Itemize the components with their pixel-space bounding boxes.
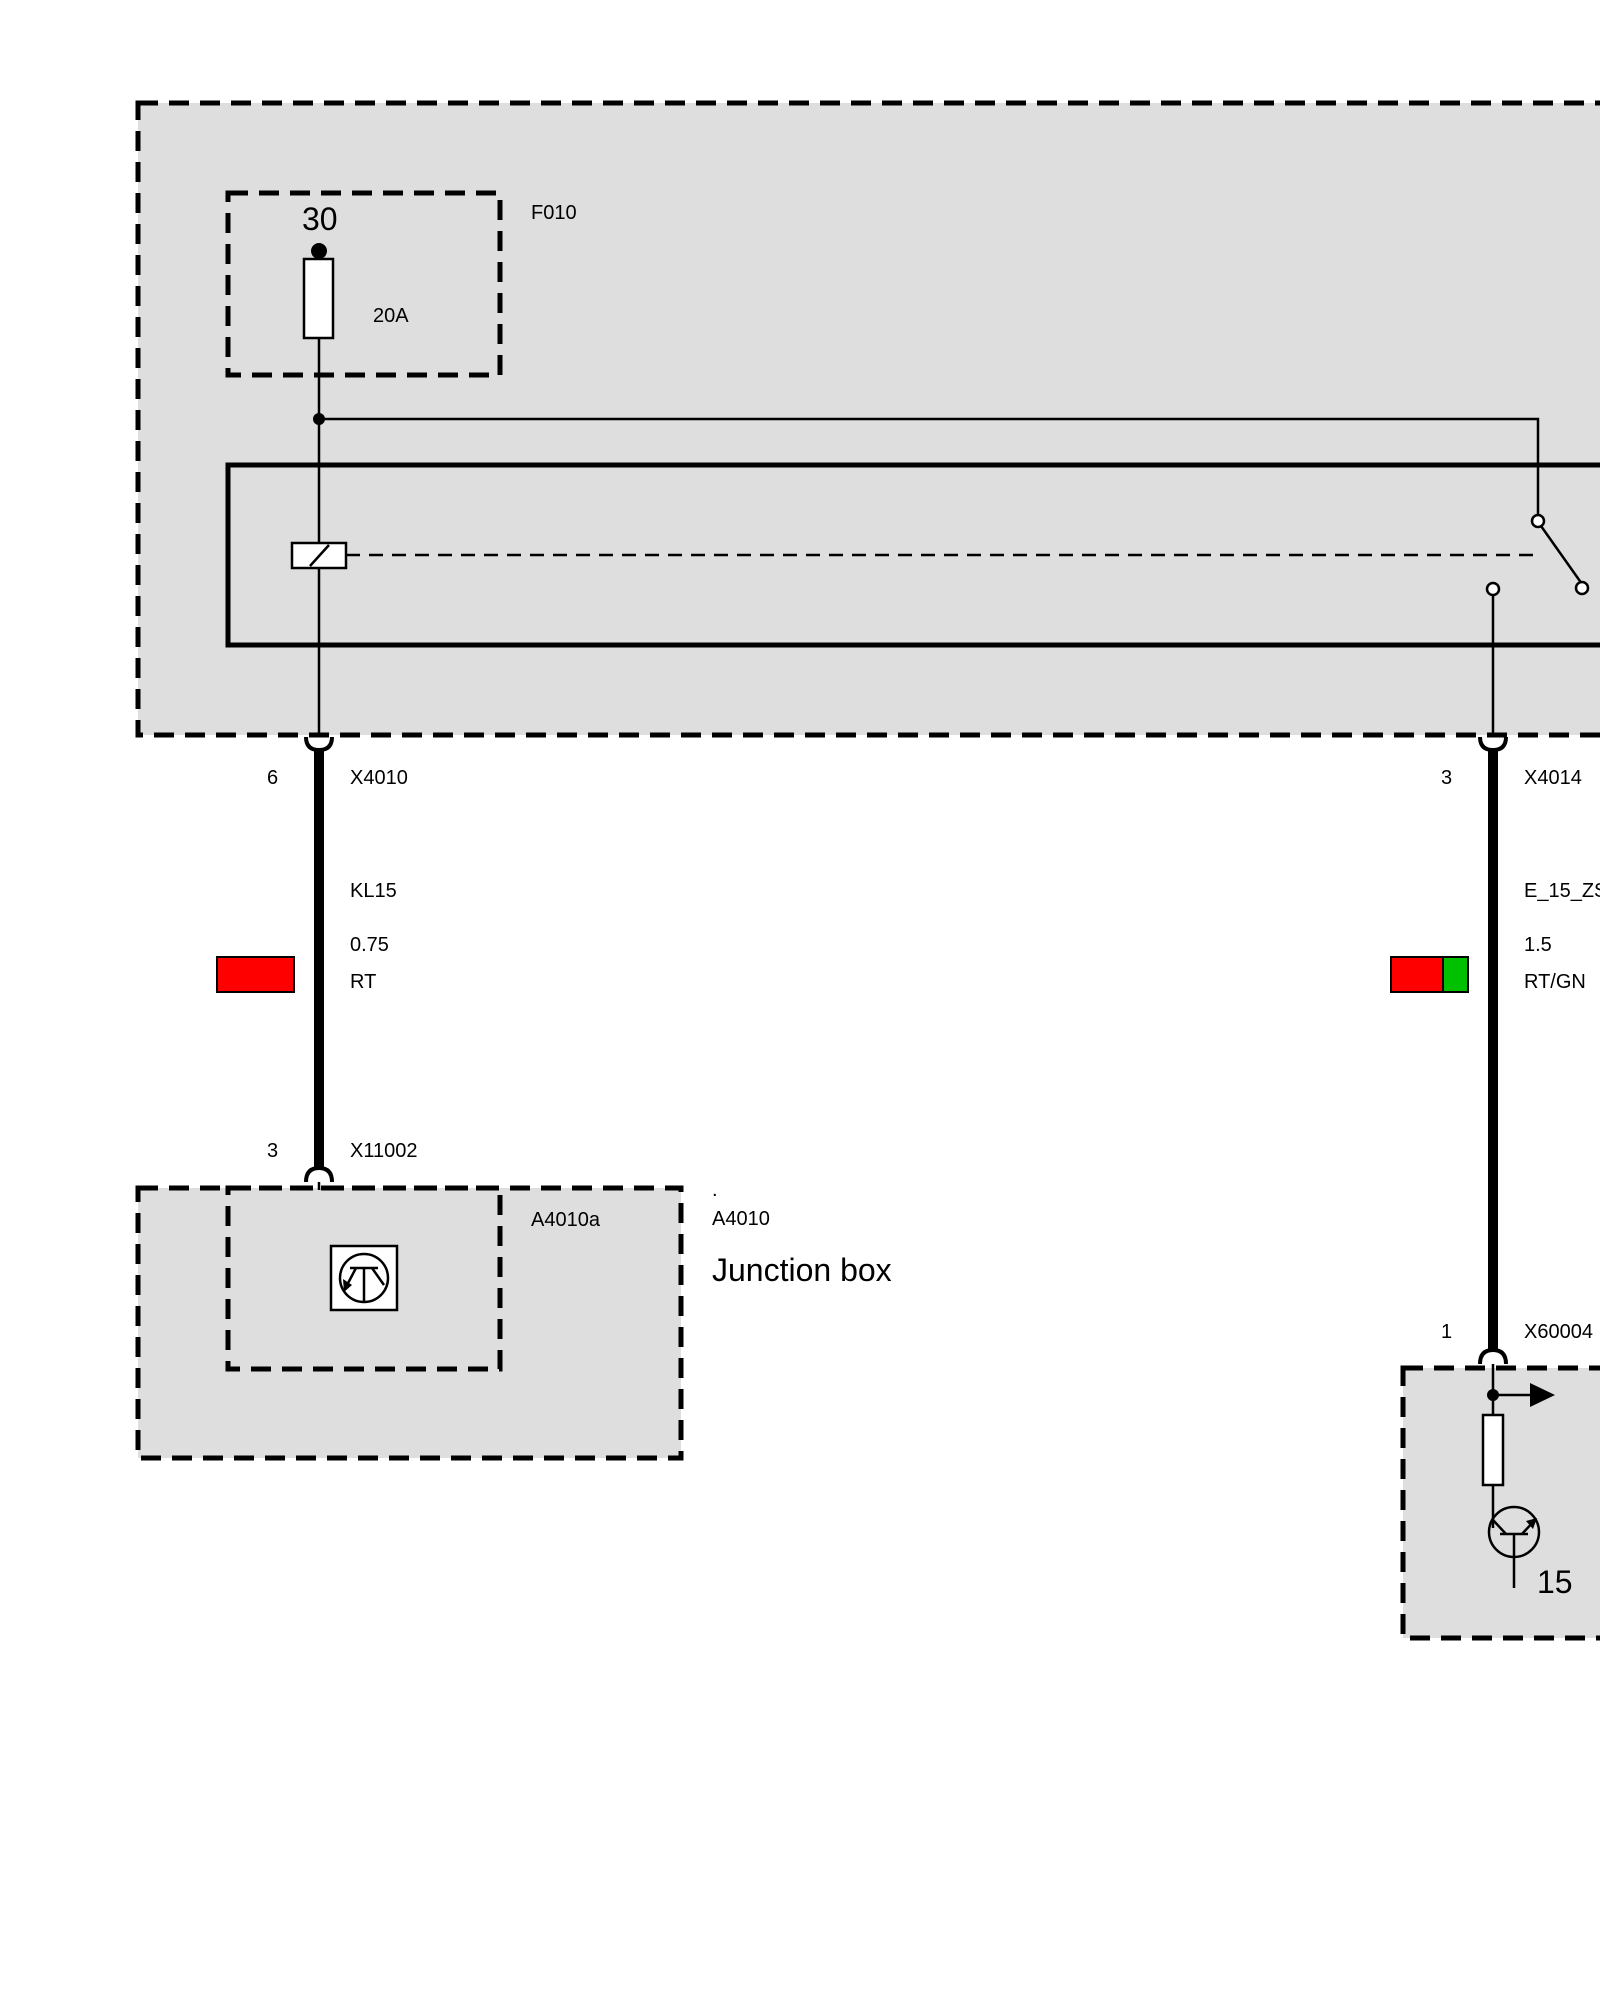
switch-arm [1539, 525, 1584, 585]
wire2-connector-top: X4014 [1524, 767, 1582, 789]
connector-x60004-symbol [1478, 1347, 1508, 1365]
wire1-signal: KL15 [350, 880, 397, 902]
terminal-15-label: 15 [1537, 1564, 1573, 1600]
switch-contact-open [1574, 580, 1590, 596]
wire2-color-swatch-primary [1390, 956, 1444, 993]
module-label: A4010 [712, 1208, 770, 1230]
fuse-box [225, 190, 503, 378]
module-name: Junction box [712, 1252, 892, 1288]
module-dot: . [712, 1179, 718, 1201]
right-module-box [1400, 1365, 1600, 1641]
junction-box-outer [135, 1185, 684, 1461]
transistor-15-icon [1487, 1505, 1541, 1588]
wire1-pin-bottom: 3 [267, 1140, 278, 1162]
wire1-pin-top: 6 [267, 767, 278, 789]
resistor-icon [1481, 1413, 1505, 1487]
arrow-right-icon [1530, 1383, 1555, 1407]
wire2-color-swatch-secondary [1442, 956, 1469, 993]
junction-box-inner [225, 1185, 503, 1372]
wire1-color-code: RT [350, 971, 376, 993]
fuse-rating: 20A [373, 305, 409, 327]
feed-wire-to-switch [319, 417, 1540, 520]
relay-coil-slash [309, 544, 330, 567]
wire1-connector-top: X4010 [350, 767, 408, 789]
switch-pivot [1530, 513, 1546, 529]
transistor-icon [329, 1244, 399, 1312]
wire2-color-code: RT/GN [1524, 971, 1586, 993]
wire2-pin-bottom: 1 [1441, 1321, 1452, 1343]
switch-contact-output [1485, 581, 1501, 597]
wire2-signal: E_15_ZS [1524, 880, 1600, 902]
relay-box [225, 462, 1600, 648]
fuse-terminal-label: 30 [302, 201, 338, 237]
fuse-designation: F010 [531, 202, 577, 224]
module-a-label: A4010a [531, 1209, 601, 1231]
fuse-icon [302, 257, 335, 340]
wire2-cross-section: 1.5 [1524, 934, 1552, 956]
wire2-pin-top: 3 [1441, 767, 1452, 789]
wire1-color-swatch [216, 956, 295, 993]
wire1-connector-bottom: X11002 [350, 1140, 417, 1162]
wire2-connector-bottom: X60004 [1524, 1321, 1593, 1343]
wire1-cross-section: 0.75 [350, 934, 389, 956]
connector-x11002-symbol [304, 1165, 334, 1183]
